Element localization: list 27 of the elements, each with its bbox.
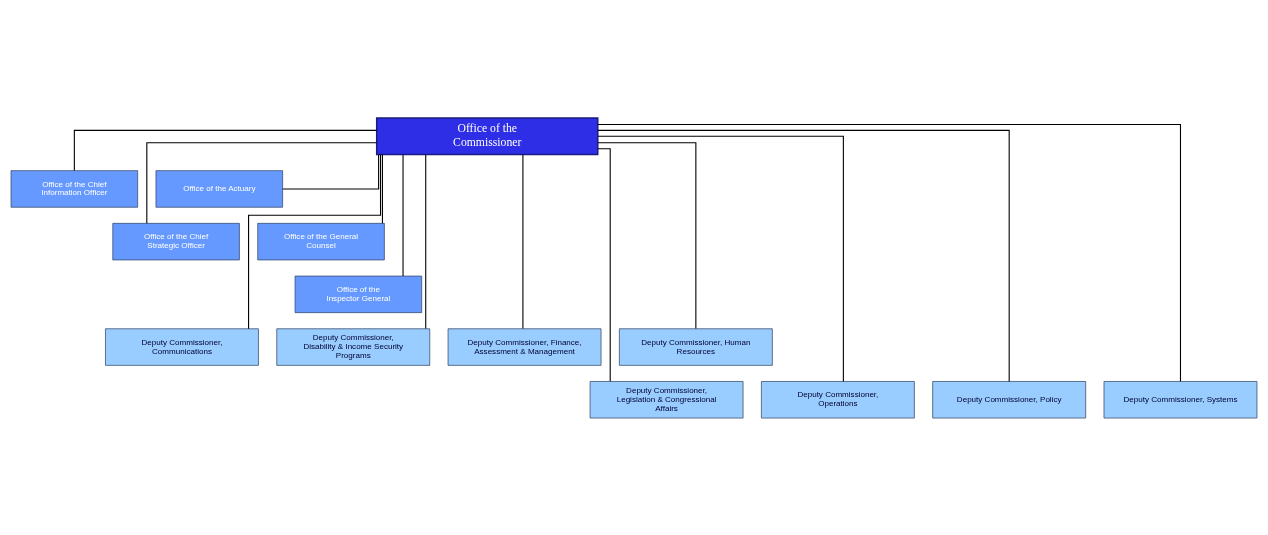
node-box: Office of the Inspector General [294, 275, 423, 313]
node-box: Deputy Commissioner, Systems [1103, 380, 1258, 418]
connector [73, 129, 378, 171]
connector [381, 153, 383, 224]
node-box: Deputy Commissioner, Communications [105, 327, 259, 366]
connector [597, 147, 611, 382]
connector [597, 129, 1010, 382]
connector [597, 141, 697, 329]
node-box: Deputy Commissioner, Policy [932, 380, 1087, 418]
node-box: Deputy Commissioner, Disability & Income Security Programs [276, 327, 431, 366]
connector [522, 153, 524, 329]
connector [597, 135, 844, 382]
node-box: Deputy Commissioner, Human Resources [619, 327, 773, 366]
node-box: Deputy Commissioner, Finance, Assessment & Management [447, 327, 602, 366]
node-box: Office of the General Counsel [257, 222, 385, 260]
node-box: Office of the Actuary [155, 169, 283, 208]
node-box: Deputy Commissioner, Legislation & Congressional Affairs [589, 380, 744, 418]
connector [425, 153, 427, 329]
connector [282, 153, 380, 189]
node-box: Office of the Chief Information Officer [10, 169, 139, 208]
node-box: Deputy Commissioner, Operations [761, 380, 915, 418]
connector [402, 153, 404, 277]
connector [248, 153, 382, 329]
node-box: Office of the Chief Strategic Officer [112, 222, 240, 260]
connector [597, 123, 1182, 382]
node-box: Office of the Commissioner [375, 116, 599, 155]
connector [146, 141, 378, 224]
